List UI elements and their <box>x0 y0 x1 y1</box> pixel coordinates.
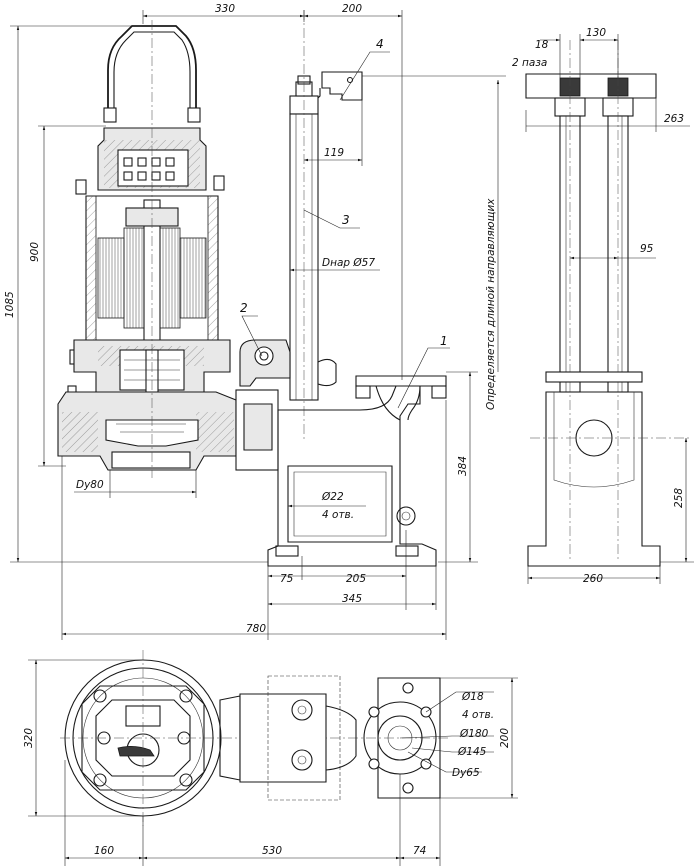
plan-view <box>60 650 450 826</box>
dim-263: 263 <box>664 113 684 125</box>
dim-345: 345 <box>342 593 362 605</box>
dim-95: 95 <box>640 243 654 255</box>
callout-2: 2 <box>240 301 248 315</box>
dim-1085: 1085 <box>4 291 16 318</box>
dim-258: 258 <box>673 488 685 508</box>
dim-330: 330 <box>215 3 235 15</box>
dimension-lines <box>10 10 694 866</box>
dim-18: 18 <box>535 39 549 51</box>
front-view-guides <box>235 10 447 567</box>
callout-3: 3 <box>342 213 350 227</box>
dim-780: 780 <box>246 623 266 635</box>
side-base <box>527 391 661 567</box>
dim-dy65: Dy65 <box>452 767 480 779</box>
dim-dy80: Dy80 <box>76 479 104 491</box>
dim-900: 900 <box>29 242 41 262</box>
dim-160: 160 <box>94 845 114 857</box>
impeller <box>105 419 199 447</box>
dim-slots: 2 паза <box>512 57 547 69</box>
side-top-bracket <box>525 73 657 99</box>
dim-200-top: 200 <box>342 3 362 15</box>
callout-1: 1 <box>440 334 448 348</box>
dim-119: 119 <box>324 147 344 159</box>
discharge-flange <box>355 375 447 387</box>
labels: 330 200 18 130 2 паза 263 119 95 Dнар Ø5… <box>4 3 685 857</box>
lifting-handle <box>107 25 197 112</box>
dim-holes: 4 отв. <box>322 509 354 521</box>
dim-74: 74 <box>413 845 426 857</box>
dim-holes-b: 4 отв. <box>462 709 494 721</box>
dim-320: 320 <box>23 728 35 748</box>
stator-winding-right <box>179 237 207 319</box>
dim-d145: Ø145 <box>457 746 487 758</box>
callout-4: 4 <box>376 37 384 51</box>
bracket-top <box>321 71 363 101</box>
vertical-note: Определяется длиной направляющих <box>485 198 497 410</box>
dim-dnar: Dнар Ø57 <box>322 257 375 269</box>
dim-205: 205 <box>346 573 366 585</box>
dim-d22: Ø22 <box>321 491 344 503</box>
dim-75: 75 <box>280 573 294 585</box>
plan-coupling <box>239 693 327 783</box>
front-view-pump <box>57 20 237 478</box>
dim-d18: Ø18 <box>461 691 484 703</box>
stator-winding-left <box>97 237 125 319</box>
dim-130: 130 <box>586 27 606 39</box>
dim-530: 530 <box>262 845 282 857</box>
dim-d180: Ø180 <box>459 728 489 740</box>
dim-260: 260 <box>583 573 603 585</box>
dim-200-side: 200 <box>499 728 511 748</box>
dim-384: 384 <box>457 456 469 476</box>
side-view <box>525 40 690 567</box>
